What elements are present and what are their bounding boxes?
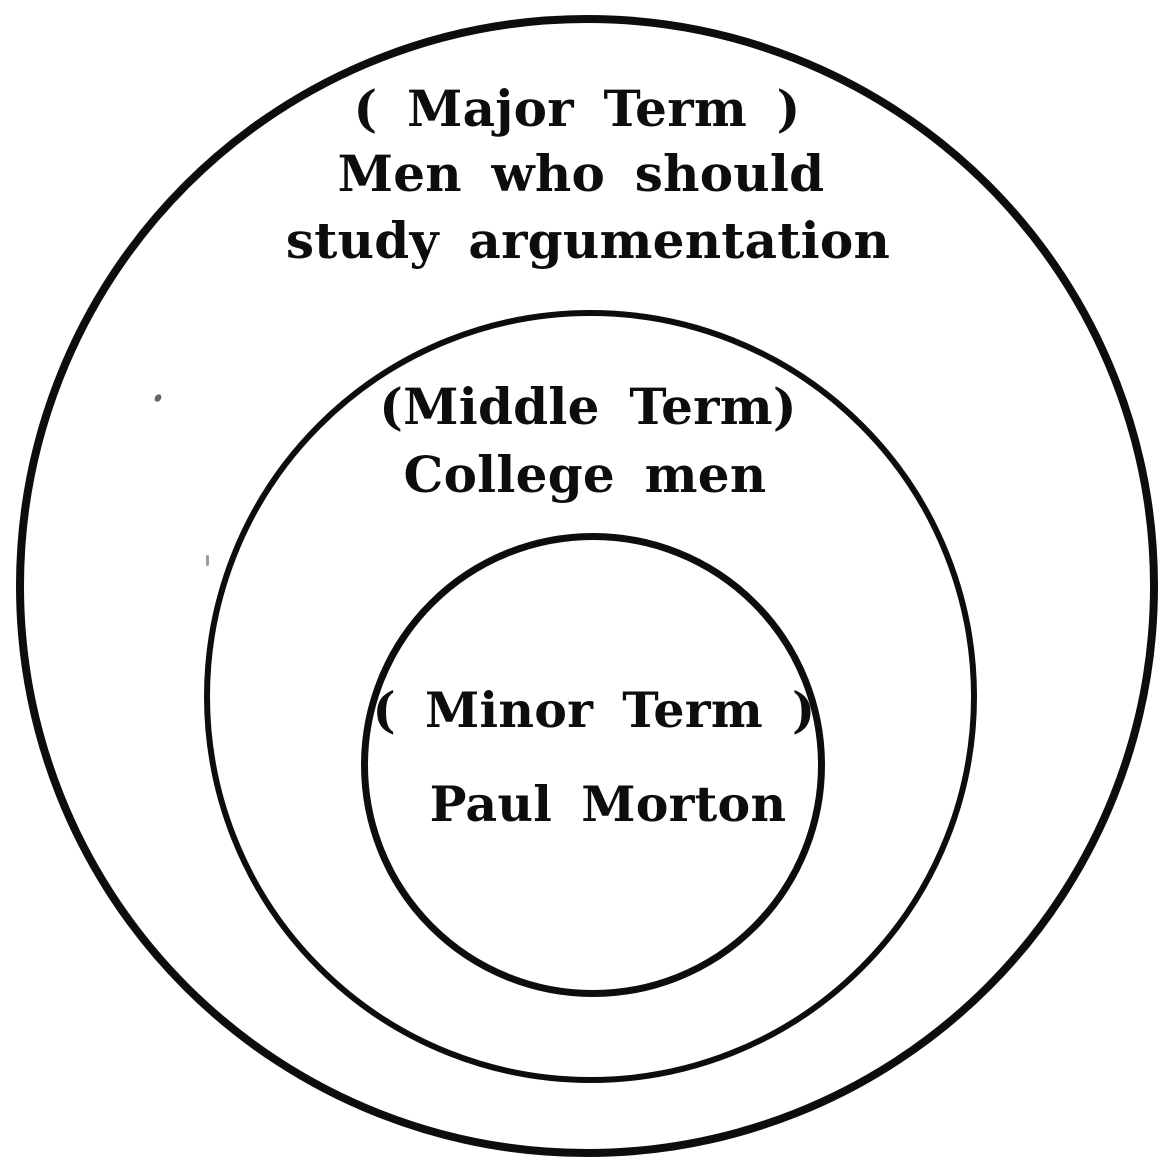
- middle-term-label: (Middle Term): [379, 377, 797, 436]
- middle-term-circle: [204, 310, 977, 1083]
- print-speck: [206, 555, 209, 566]
- major-term-text-line1: Men who should: [337, 144, 825, 203]
- minor-term-label: ( Minor Term ): [372, 681, 816, 739]
- major-term-circle: [16, 15, 1158, 1157]
- middle-term-text: College men: [403, 445, 767, 504]
- minor-term-text: Paul Morton: [429, 775, 787, 833]
- major-term-text-line2: study argumentation: [285, 211, 891, 270]
- minor-term-circle: [361, 533, 825, 997]
- major-term-label: ( Major Term ): [353, 79, 801, 138]
